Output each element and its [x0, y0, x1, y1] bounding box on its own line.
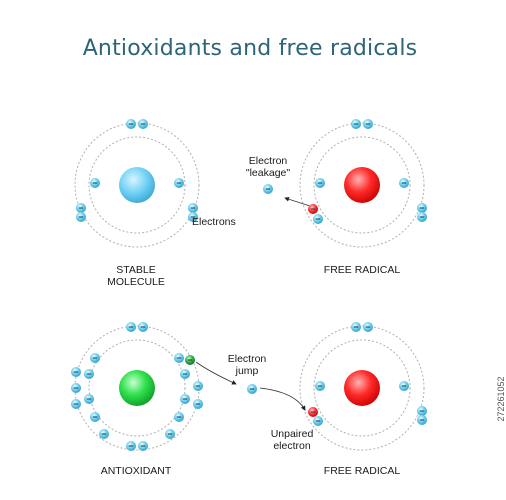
electron [71, 383, 81, 393]
electron [90, 412, 100, 422]
electron [71, 399, 81, 409]
free-radical-bottom-nucleus [344, 370, 380, 406]
electron [90, 178, 100, 188]
unpaired-annotation-line2: electron [273, 440, 311, 452]
electron [138, 322, 148, 332]
electron [188, 203, 198, 213]
electron [417, 406, 427, 416]
page-title: Antioxidants and free radicals [82, 36, 418, 61]
electron [313, 416, 323, 426]
electron [315, 178, 325, 188]
unpaired-electron-icon [308, 407, 318, 417]
free-radical-bottom-label: FREE RADICAL [323, 465, 401, 477]
stable-molecule-atom [74, 122, 200, 248]
free-radical-top-nucleus [344, 167, 380, 203]
electron [180, 369, 190, 379]
electron [126, 119, 136, 129]
electron [315, 381, 325, 391]
electron [180, 394, 190, 404]
electron [417, 415, 427, 425]
stock-id-text: 272261052 [496, 376, 506, 422]
electron [417, 212, 427, 222]
jump-arrow-2 [259, 387, 306, 411]
antioxidant-atom [74, 325, 200, 451]
free-radical-bottom-atom [299, 325, 425, 451]
antioxidant-nucleus [119, 370, 155, 406]
electron [313, 214, 323, 224]
electron [188, 212, 198, 222]
stable-nucleus [119, 167, 155, 203]
electron [399, 178, 409, 188]
electron [417, 203, 427, 213]
unpaired-electron-icon [308, 204, 318, 214]
electron [193, 399, 203, 409]
electron [351, 119, 361, 129]
electron [363, 322, 373, 332]
leakage-annotation-line2: "leakage" [245, 167, 291, 179]
leakage-arrow [284, 196, 311, 207]
electron [84, 394, 94, 404]
jump-arrow-1 [195, 361, 237, 385]
leaked-electron [263, 184, 273, 194]
electron [174, 178, 184, 188]
electron [126, 441, 136, 451]
electron [351, 322, 361, 332]
jumping-electron [247, 384, 257, 394]
electron [138, 441, 148, 451]
jump-annotation-line1: Electron [227, 353, 267, 365]
electron [76, 212, 86, 222]
leakage-annotation-line1: Electron [248, 155, 288, 167]
unpaired-annotation: Unpaired electron [262, 428, 322, 452]
free-radical-top-label: FREE RADICAL [323, 264, 401, 276]
jump-annotation-line2: jump [235, 365, 259, 377]
electron [99, 429, 109, 439]
electron [174, 353, 184, 363]
electron [138, 119, 148, 129]
electron [363, 119, 373, 129]
antioxidant-label: ANTIOXIDANT [100, 465, 172, 477]
electron [126, 322, 136, 332]
donor-electron-icon [185, 355, 195, 365]
electron [193, 381, 203, 391]
electron [90, 353, 100, 363]
electron [399, 381, 409, 391]
stock-id: 272261052 [489, 300, 506, 500]
electrons-annotation: Electrons [192, 216, 236, 228]
jump-annotation: Electron jump [222, 353, 272, 377]
stable-molecule-label: STABLE MOLECULE [107, 264, 165, 288]
electron [71, 367, 81, 377]
electron [174, 412, 184, 422]
electron [165, 429, 175, 439]
leakage-annotation: Electron "leakage" [238, 155, 298, 179]
unpaired-annotation-line1: Unpaired [270, 428, 314, 440]
free-radical-top-atom [299, 122, 425, 248]
electron [76, 203, 86, 213]
electron [84, 369, 94, 379]
